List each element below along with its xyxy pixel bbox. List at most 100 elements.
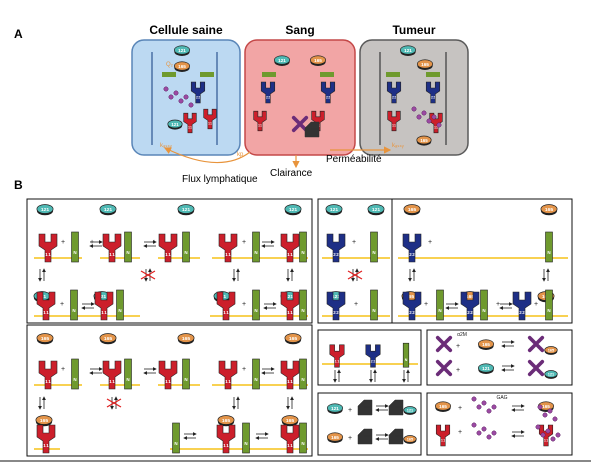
equilibrium-arrows-vertical <box>351 268 359 282</box>
equilibrium-arrows-vertical <box>38 396 46 410</box>
svg-text:165: 165 <box>182 336 190 342</box>
svg-text:121: 121 <box>41 207 49 213</box>
svg-text:N: N <box>547 250 550 255</box>
equilibrium-arrows <box>501 340 515 348</box>
svg-text:1: 1 <box>287 310 290 315</box>
svg-text:1: 1 <box>45 252 48 257</box>
svg-text:1: 1 <box>290 252 293 257</box>
box-165-receptor1 <box>26 324 313 457</box>
ligand-165: 165 <box>478 339 495 350</box>
svg-text:1: 1 <box>287 379 290 384</box>
equilibrium-arrows-vertical <box>110 396 118 410</box>
svg-text:1: 1 <box>392 124 394 128</box>
equilibrium-arrows <box>511 404 525 412</box>
plus-sign: + <box>60 301 64 308</box>
svg-text:1: 1 <box>436 126 438 130</box>
svg-text:121: 121 <box>289 207 297 213</box>
equilibrium-arrows-vertical <box>402 369 410 383</box>
svg-text:1: 1 <box>544 439 546 443</box>
panel-a-letter: A <box>14 27 23 41</box>
neuropilin: N <box>71 358 79 390</box>
svg-text:165: 165 <box>439 404 447 409</box>
blocked-reaction <box>347 268 363 282</box>
svg-text:N: N <box>372 308 375 313</box>
svg-text:N: N <box>174 441 177 446</box>
svg-text:1: 1 <box>441 439 443 443</box>
equilibrium-arrows-vertical <box>286 396 294 410</box>
ligand-121: 121 <box>327 403 344 414</box>
ligand-121: 121 <box>400 45 417 56</box>
equilibrium-arrows-vertical <box>286 268 294 282</box>
svg-text:N: N <box>184 377 187 382</box>
svg-text:2: 2 <box>470 310 473 315</box>
svg-text:2: 2 <box>467 310 470 315</box>
svg-text:N: N <box>254 377 257 382</box>
label-clearance: Clairance <box>270 168 313 179</box>
neuropilin-bar <box>386 72 400 77</box>
svg-text:165: 165 <box>222 418 230 424</box>
svg-text:2: 2 <box>333 252 336 257</box>
svg-text:165: 165 <box>41 336 49 342</box>
neuropilin: N <box>545 231 553 263</box>
neuropilin: N <box>70 289 78 321</box>
svg-text:1: 1 <box>43 310 46 315</box>
ligand-165: 165 <box>540 204 558 216</box>
ligand-165: 165 <box>177 333 195 345</box>
equilibrium-arrows <box>501 364 515 372</box>
alpha2m <box>435 335 453 353</box>
svg-text:1: 1 <box>287 443 290 448</box>
svg-text:N: N <box>301 441 304 446</box>
svg-text:2: 2 <box>328 96 330 100</box>
svg-text:1: 1 <box>168 379 171 384</box>
svg-text:165: 165 <box>104 336 112 342</box>
plus-sign: + <box>458 429 462 436</box>
svg-text:165: 165 <box>421 62 429 67</box>
svg-text:165: 165 <box>407 438 414 442</box>
svg-text:121: 121 <box>182 207 190 213</box>
neuropilin: N <box>299 289 307 321</box>
gag-chain <box>471 396 497 414</box>
svg-text:2: 2 <box>392 96 394 100</box>
svg-text:1: 1 <box>337 359 339 363</box>
equilibrium-arrows-vertical <box>38 268 46 282</box>
protease <box>388 399 404 416</box>
equilibrium-arrows <box>89 367 103 375</box>
svg-text:N: N <box>405 358 408 362</box>
svg-text:1: 1 <box>43 443 46 448</box>
svg-text:165: 165 <box>406 294 414 300</box>
blocked-reaction <box>140 268 156 282</box>
ligand-121: 121 <box>284 204 302 216</box>
svg-text:1: 1 <box>226 310 229 315</box>
lymph-flow-arrow <box>163 147 251 164</box>
ligand-165: 165 <box>403 435 417 444</box>
svg-text:165: 165 <box>314 58 322 63</box>
svg-text:1: 1 <box>443 439 445 443</box>
svg-text:121: 121 <box>178 48 186 53</box>
equilibrium-arrows <box>375 433 389 441</box>
neuropilin: N <box>182 231 190 263</box>
label-blood: Sang <box>285 23 314 37</box>
neuropilin: N <box>370 231 378 263</box>
ligand-165: 165 <box>281 415 299 427</box>
ligand-121: 121 <box>177 204 195 216</box>
svg-text:N: N <box>126 377 129 382</box>
svg-text:121: 121 <box>330 207 338 213</box>
svg-text:1: 1 <box>188 126 190 130</box>
svg-text:1: 1 <box>394 124 396 128</box>
neuropilin: N <box>480 289 488 321</box>
plus-sign: + <box>90 239 94 246</box>
neuropilin: N <box>252 231 260 263</box>
svg-text:2: 2 <box>412 252 415 257</box>
ligand-165: 165 <box>417 59 434 70</box>
ligand-165: 165 <box>544 346 558 355</box>
equilibrium-arrows <box>261 367 275 375</box>
ligand-165: 165 <box>284 333 302 345</box>
